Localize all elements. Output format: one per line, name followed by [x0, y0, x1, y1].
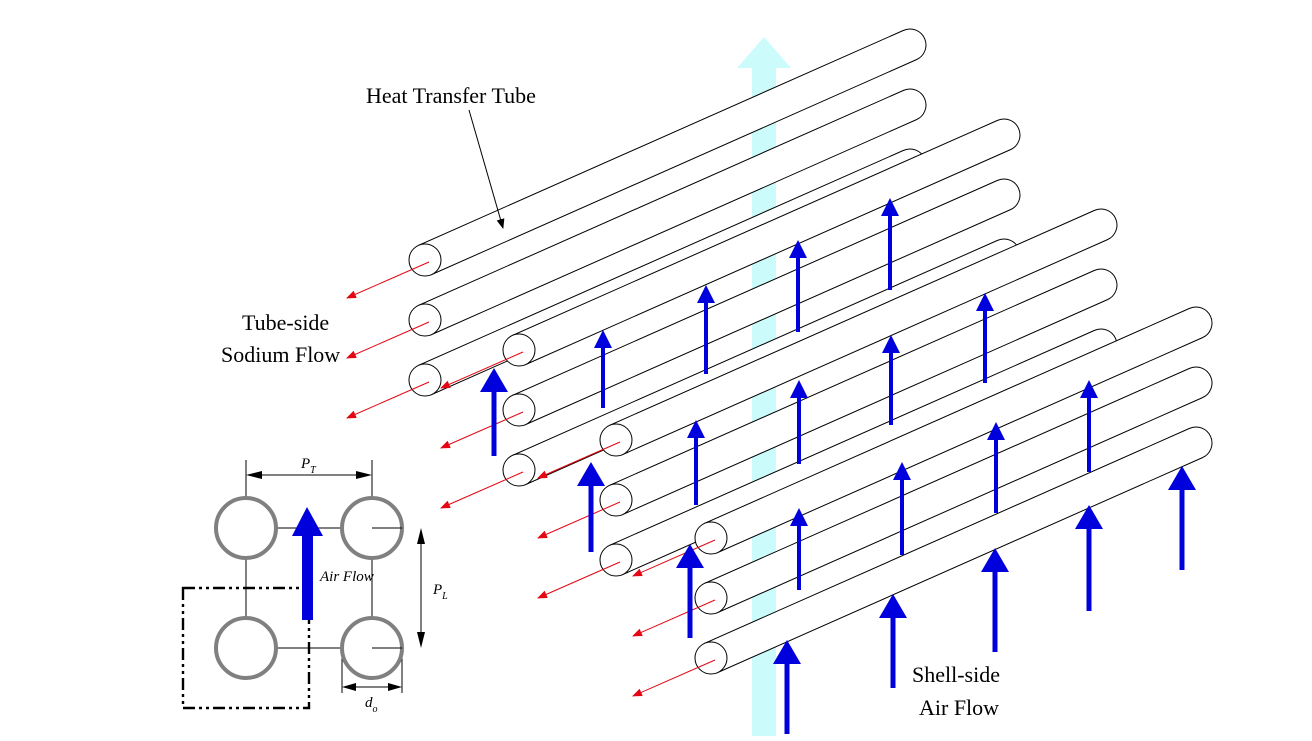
shell-side-label-line2: Air Flow [919, 695, 999, 720]
air-flow-arrow [789, 240, 807, 332]
tube-side-label-line2: Sodium Flow [221, 342, 340, 367]
air-flow-arrow [790, 380, 808, 464]
pitch-inset: PT PL do Air Flow [181, 456, 448, 715]
sodium-flow-arrow [537, 501, 621, 539]
sodium-flow-arrow [346, 321, 430, 359]
inset-air-flow-arrow [292, 507, 323, 620]
transverse-pitch-label: PT [300, 456, 317, 476]
air-flow-arrows [480, 198, 1196, 734]
air-flow-arrow [687, 420, 705, 505]
inset-air-flow-label: Air Flow [319, 569, 374, 585]
heat-transfer-tube [599, 208, 1118, 457]
heat-transfer-tube-pointer [468, 109, 505, 229]
air-flow-arrow [676, 544, 704, 638]
longitudinal-pitch-label: PL [432, 582, 448, 602]
inset-tube [214, 616, 278, 680]
heat-transfer-tube [694, 426, 1213, 675]
air-flow-arrow [773, 640, 801, 734]
heat-transfer-tube [502, 118, 1021, 367]
heat-transfer-tube [599, 268, 1118, 517]
heat-transfer-tube [408, 88, 927, 337]
air-flow-arrow [1168, 466, 1196, 570]
heat-transfer-tube [408, 28, 927, 277]
sodium-flow-arrow [632, 659, 716, 697]
air-flow-arrow [987, 422, 1005, 513]
sodium-flow-arrow [537, 441, 621, 479]
heat-transfer-tube [502, 178, 1021, 427]
inset-tube [214, 496, 278, 560]
sodium-flow-arrow [346, 261, 430, 299]
air-flow-arrow [881, 198, 899, 290]
air-flow-arrow [577, 462, 605, 552]
heat-transfer-tube [694, 366, 1213, 615]
tube-bundle [408, 28, 1213, 675]
air-flow-arrow [981, 548, 1009, 652]
sodium-flow-arrow [440, 411, 524, 449]
sodium-flow-arrow [440, 471, 524, 509]
shell-side-label-line1: Shell-side [912, 662, 1000, 687]
air-flow-arrow [480, 368, 508, 456]
air-flow-arrow [893, 462, 911, 555]
air-flow-arrow [976, 293, 994, 383]
air-flow-arrow [879, 594, 907, 688]
air-flow-arrow [882, 335, 900, 425]
sodium-flow-arrows [346, 261, 716, 697]
tube-side-label-line1: Tube-side [242, 310, 329, 335]
tube-diameter-label: do [365, 695, 378, 715]
sodium-flow-arrow [537, 561, 621, 599]
air-flow-arrow [790, 508, 808, 590]
sodium-flow-arrow [440, 351, 524, 389]
sodium-flow-arrow [632, 599, 716, 637]
air-flow-arrow [594, 330, 612, 408]
sodium-flow-arrow [632, 539, 716, 577]
sodium-flow-arrow [346, 381, 430, 419]
heat-transfer-tube [694, 306, 1213, 555]
air-flow-arrow [1080, 380, 1098, 472]
air-flow-arrow [697, 285, 715, 374]
air-flow-arrow [1075, 505, 1103, 611]
heat-transfer-tube-label: Heat Transfer Tube [366, 83, 536, 108]
